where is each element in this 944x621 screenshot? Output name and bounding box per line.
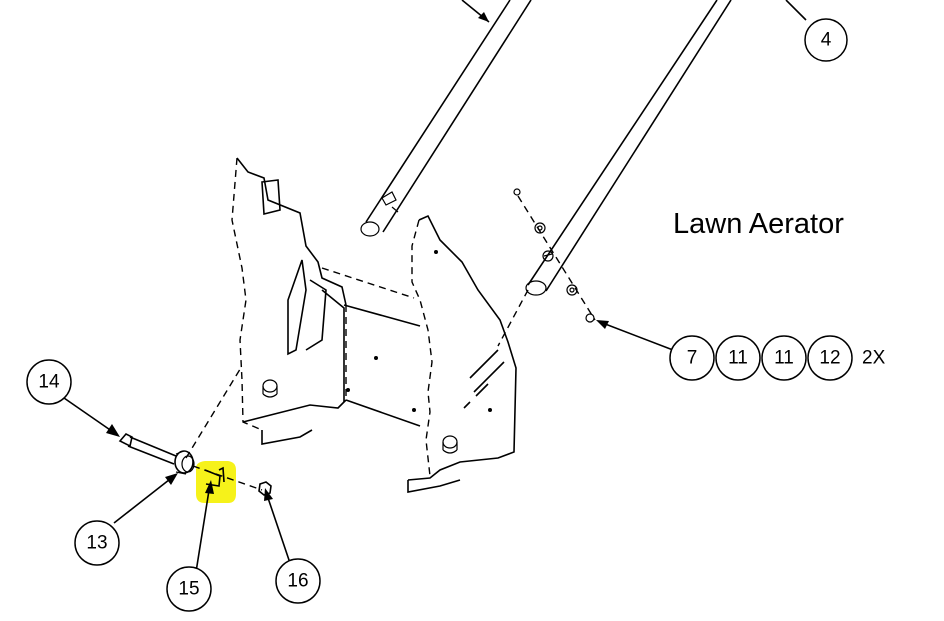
callout-16: 16 — [275, 558, 321, 604]
callout-group-item-3: 11 — [774, 348, 794, 369]
callout-13-label: 13 — [86, 533, 107, 554]
right-hardware-stack — [513, 188, 596, 323]
callout-group-item-2: 11 — [728, 348, 748, 369]
callout-13: 13 — [74, 520, 120, 566]
right-bracket-plate — [407, 214, 529, 493]
callout-15-label: 15 — [178, 579, 199, 600]
callout-group: 7 11 11 12 2X — [669, 335, 886, 381]
callout-15: 15 — [166, 566, 212, 612]
callout-4: 4 — [804, 18, 848, 62]
callout-14-label: 14 — [38, 372, 60, 393]
part-15-highlight — [195, 461, 236, 503]
left-bracket-plate — [231, 157, 350, 445]
callout-group-item-1: 7 — [687, 348, 698, 369]
left-handle-tube — [360, 0, 532, 237]
right-handle-tube — [525, 0, 732, 296]
callout-group-quantity: 2X — [862, 348, 886, 369]
pin-assembly — [118, 365, 272, 496]
callout-14: 14 — [26, 359, 72, 405]
callout-16-label: 16 — [287, 571, 308, 592]
cross-member — [321, 267, 421, 427]
callout-group-item-4: 12 — [819, 348, 840, 369]
diagram-title: Lawn Aerator — [673, 208, 844, 240]
callout-4-label: 4 — [821, 30, 832, 51]
